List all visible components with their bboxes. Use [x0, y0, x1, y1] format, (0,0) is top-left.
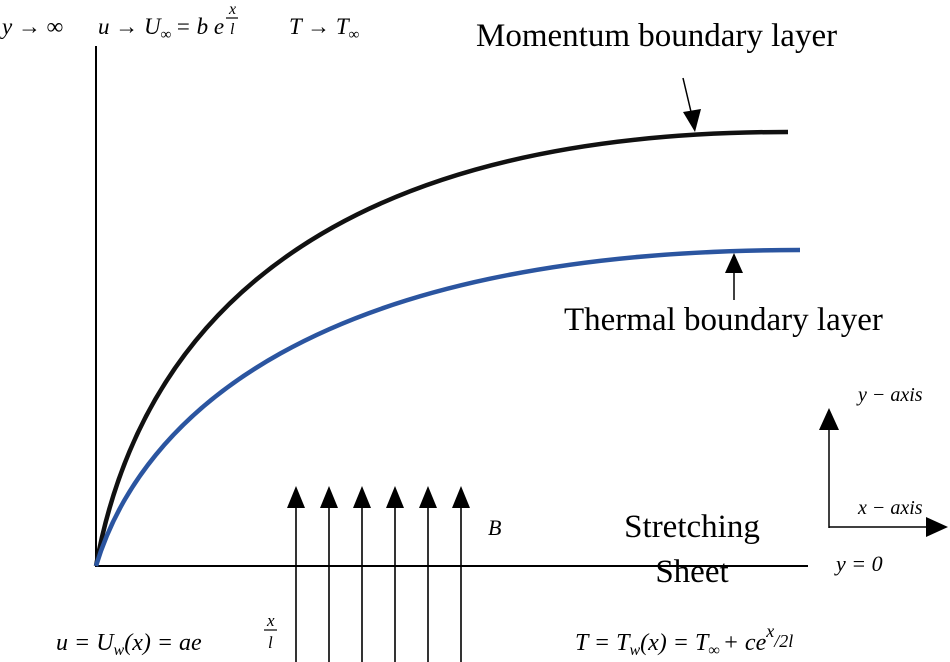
momentum-boundary-layer-label: Momentum boundary layer [476, 18, 837, 54]
sheet-position-label: y = 0 [834, 551, 883, 576]
magnetic-field-label: B [488, 515, 501, 540]
magnetic-field-arrow-head [353, 486, 371, 508]
thermal-pointer-head [725, 253, 743, 273]
top-u-exponent-numerator: x [228, 1, 236, 18]
top-u-exponent-denominator: l [230, 21, 235, 38]
thermal-boundary-layer-curve [93, 247, 801, 567]
y-axis-indicator-head [819, 408, 839, 430]
momentum-pointer-shaft [682, 77, 693, 117]
bottom-u-exponent-denominator: l [268, 633, 273, 652]
bottom-temperature-condition: T = Tw(x) = T∞+ cex/2l [575, 621, 793, 659]
top-y-condition: y → ∞ [0, 14, 63, 39]
bottom-u-exponent-numerator: x [266, 611, 275, 630]
magnetic-field-arrow-head [419, 486, 437, 508]
magnetic-field-arrow-head [452, 486, 470, 508]
stretching-sheet-label-line2: Sheet [655, 554, 728, 590]
x-axis-indicator-head [926, 517, 948, 537]
magnetic-field-arrows [287, 486, 470, 662]
y-axis-label: y − axis [856, 384, 923, 406]
magnetic-field-arrow-head [320, 486, 338, 508]
x-axis-label: x − axis [857, 497, 923, 519]
momentum-pointer-head [683, 109, 701, 132]
stretching-sheet-label-line1: Stretching [624, 509, 760, 545]
magnetic-field-arrow-head [287, 486, 305, 508]
magnetic-field-arrow-head [386, 486, 404, 508]
top-T-condition: T → T∞ [289, 14, 360, 43]
bottom-velocity-condition: u = Uw(x) = ae [56, 630, 202, 659]
thermal-boundary-layer-label: Thermal boundary layer [564, 302, 883, 338]
momentum-boundary-layer-curve [93, 129, 789, 567]
top-u-condition: u → U∞= b e [98, 14, 224, 43]
